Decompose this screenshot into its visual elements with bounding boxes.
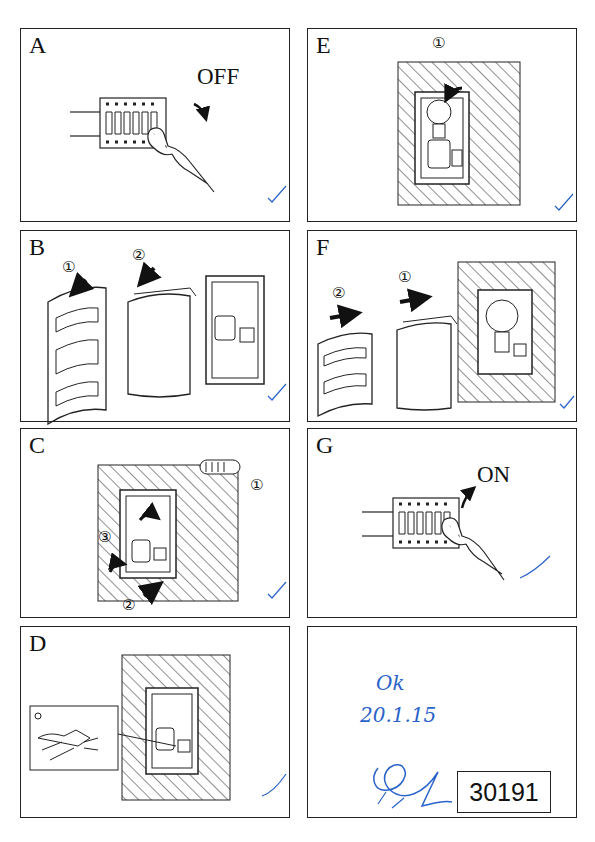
step-letter: C [29,432,45,459]
terminal-block [240,328,254,342]
step-panel: D [20,626,290,818]
plug-ribs [206,462,224,472]
check-mark [268,186,286,202]
wiring-detail [38,730,98,760]
base-plate [478,290,532,374]
signature-stroke [378,792,404,808]
callout-number: ① [398,268,411,286]
cable [70,135,100,136]
step-panel: F [307,230,577,422]
socket [156,728,174,750]
base-plate [206,276,264,384]
callout-number: ① [250,476,263,494]
check-mark [262,774,286,796]
terminal-block [154,548,166,560]
diffuser [397,323,451,410]
signature [374,765,452,806]
cable [362,511,393,512]
approval-panel: Ok 20.1.15 30191 [307,626,577,818]
socket [495,332,509,352]
check-mark [520,556,550,578]
shade-windows [324,348,366,394]
switch-label: OFF [197,64,239,90]
bulb-base [433,124,445,138]
handwritten-note: 20.1.15 [360,703,436,727]
check-mark [268,582,286,598]
step-panel: E [307,28,577,222]
hand [442,518,504,580]
callout-number: ③ [98,528,111,546]
bulb [486,300,518,332]
check-mark [560,396,574,408]
terminal-block [178,740,190,752]
wall [398,62,520,205]
detail-inset [30,706,118,770]
step-panel: G [307,428,577,618]
shade-windows [56,308,98,406]
callout-number: ② [122,596,135,614]
socket [132,540,150,562]
diffuser [128,294,190,397]
handwritten-note: Ok [376,671,405,695]
callout-number: ② [132,246,145,264]
detail-mark [35,713,41,719]
fit-arrow [330,313,358,318]
cable-arrow [144,584,160,596]
housing-inner [421,98,463,178]
check-mark [268,384,286,400]
switch-arrow [462,488,474,508]
step-letter: D [29,630,46,657]
step-panel: B [20,230,290,422]
socket [428,140,450,168]
base-inner [212,282,258,378]
lamp-housing [415,92,469,184]
leader-line [118,734,176,746]
fit-arrow [400,297,428,302]
callout-number: ② [332,284,345,302]
remove-arrow [72,280,86,294]
step-panel: C [20,428,290,618]
check-mark [555,194,573,210]
wall [458,262,555,402]
bulb [427,100,451,124]
terminal-block [452,150,462,166]
part-number-box: 30191 [457,771,551,813]
socket [215,316,235,340]
callout-number: ① [432,34,445,52]
remove-arrow [140,268,154,284]
step-letter: G [316,432,333,459]
switch-label: ON [477,462,510,488]
callout-number: ① [62,258,75,276]
cable [362,535,393,536]
base-plate [146,688,198,774]
hand [148,128,214,192]
part-number: 30191 [458,772,550,812]
screw-arrow [140,514,158,520]
diffuser-flange [134,288,196,296]
wall [98,465,238,601]
base-inner [152,694,192,768]
base-inner [126,496,170,572]
wall-plug [200,460,240,474]
diffuser-flange [403,316,457,324]
insert-arrow [446,88,462,100]
lamp-shade [48,287,106,424]
step-letter: E [316,32,331,59]
step-letter: A [29,32,46,59]
screw-arrow [110,564,124,572]
lamp-shade [318,333,372,416]
step-panel: A [20,28,290,222]
terminal-block [514,344,526,356]
cable [70,111,100,112]
switch-arrow [194,104,206,119]
wall [122,655,230,800]
base-plate [120,490,176,578]
step-letter: F [316,234,329,261]
step-letter: B [29,234,45,261]
